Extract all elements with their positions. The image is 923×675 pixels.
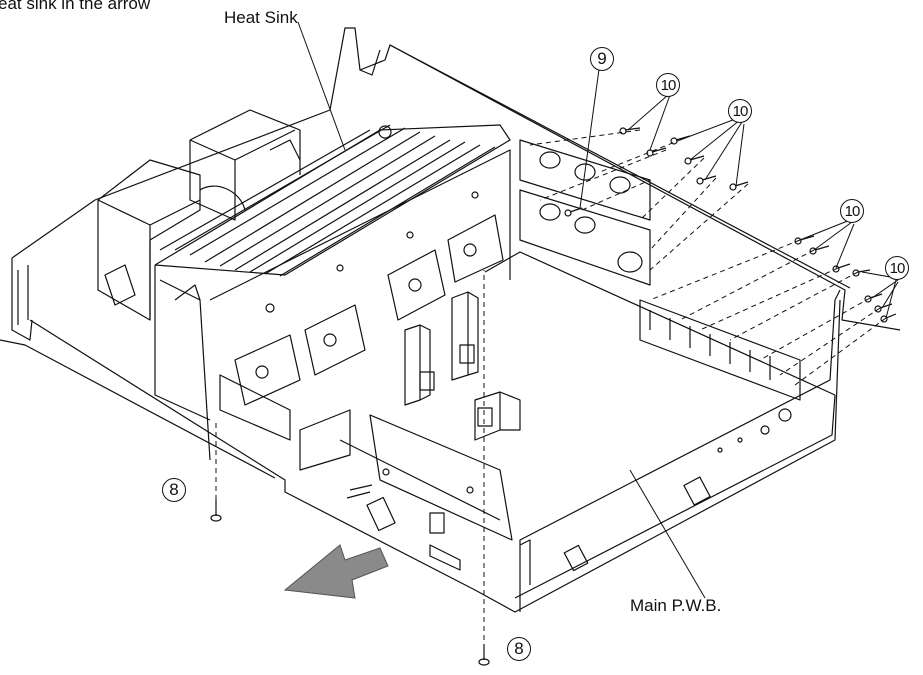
heat-sink-label: Heat Sink bbox=[224, 8, 298, 27]
speaker-terminal-blocks bbox=[519, 139, 801, 401]
label-leader-lines bbox=[297, 21, 899, 599]
callout-screw-9: 9 bbox=[590, 47, 614, 71]
power-transistors bbox=[234, 214, 504, 406]
main-pwb-label: Main P.W.B. bbox=[630, 596, 722, 615]
dashed-leader-lines bbox=[215, 129, 887, 640]
front-panel-board bbox=[219, 374, 513, 571]
callout-screw-8-bottom: 8 bbox=[507, 637, 531, 661]
main-pwb-board bbox=[484, 251, 836, 599]
heat-sink bbox=[154, 124, 511, 461]
transformers bbox=[97, 109, 301, 321]
screws bbox=[210, 127, 897, 666]
callout-screw-10-d: 10 bbox=[885, 256, 909, 280]
callout-screw-10-c: 10 bbox=[840, 199, 864, 223]
removal-direction-arrow bbox=[283, 544, 389, 599]
header-caption: eat sink in the arrow bbox=[0, 0, 151, 13]
callout-screw-8-left: 8 bbox=[162, 478, 186, 502]
callout-screw-10-b: 10 bbox=[728, 99, 752, 123]
regulator-ics bbox=[404, 291, 521, 441]
callout-screw-10-a: 10 bbox=[656, 73, 680, 97]
chassis-frame bbox=[0, 27, 901, 613]
